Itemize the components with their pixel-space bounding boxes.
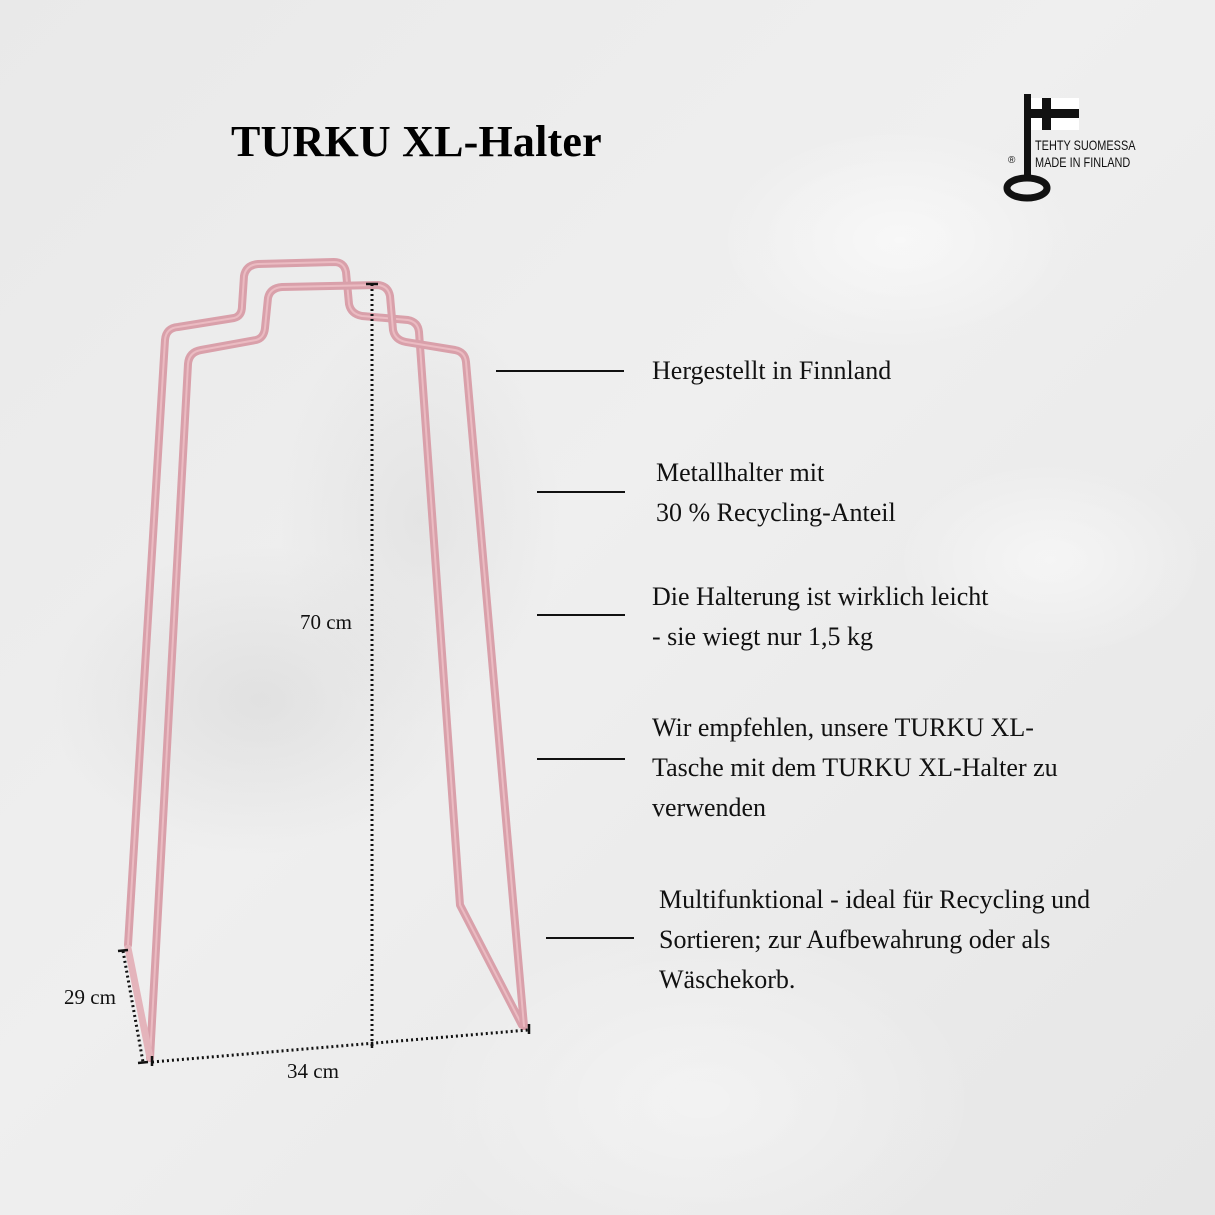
width-dimension-line bbox=[151, 1028, 529, 1064]
feature-line: verwenden bbox=[652, 793, 767, 822]
feature-line: Sortieren; zur Aufbewahrung oder als bbox=[659, 925, 1051, 954]
feature-line: Metallhalter mit bbox=[656, 458, 825, 487]
registered-mark: ® bbox=[1008, 155, 1016, 166]
feature-made-in-finland: Hergestellt in Finnland bbox=[652, 351, 891, 391]
width-dimension-label: 34 cm bbox=[287, 1059, 339, 1083]
front-wire-frame bbox=[146, 281, 528, 1062]
feature-lightweight: Die Halterung ist wirklich leicht - sie … bbox=[652, 577, 988, 657]
feature-leader-line-4 bbox=[537, 758, 625, 760]
feature-recommendation: Wir empfehlen, unsere TURKU XL- Tasche m… bbox=[652, 708, 1058, 828]
made-in-finland-key-logo: TEHTY SUOMESSA MADE IN FINLAND ® bbox=[1000, 92, 1145, 204]
page-title: TURKU XL-Halter bbox=[231, 117, 602, 166]
feature-line: - sie wiegt nur 1,5 kg bbox=[652, 622, 873, 651]
feature-leader-line-3 bbox=[537, 614, 625, 616]
feature-multifunctional: Multifunktional - ideal für Recycling un… bbox=[659, 880, 1090, 1000]
feature-line: 30 % Recycling-Anteil bbox=[656, 498, 896, 527]
feature-recycled-metal: Metallhalter mit 30 % Recycling-Anteil bbox=[656, 453, 896, 533]
feature-line: Tasche mit dem TURKU XL-Halter zu bbox=[652, 753, 1058, 782]
logo-text-english: MADE IN FINLAND bbox=[1035, 154, 1131, 170]
feature-line: Hergestellt in Finnland bbox=[652, 356, 892, 385]
depth-dimension-line bbox=[121, 950, 145, 1063]
feature-line: Wir empfehlen, unsere TURKU XL- bbox=[652, 713, 1034, 742]
feature-leader-line-2 bbox=[537, 491, 625, 493]
depth-dimension-label: 29 cm bbox=[64, 985, 116, 1009]
feature-line: Wäschekorb. bbox=[659, 965, 796, 994]
logo-text-finnish: TEHTY SUOMESSA bbox=[1035, 137, 1136, 153]
key-flag-icon bbox=[1003, 94, 1079, 202]
feature-line: Multifunktional - ideal für Recycling un… bbox=[659, 885, 1091, 914]
dimension-lines bbox=[121, 284, 529, 1064]
feature-line: Die Halterung ist wirklich leicht bbox=[652, 582, 989, 611]
feature-leader-line-5 bbox=[546, 937, 634, 939]
feature-leader-line-1 bbox=[496, 370, 624, 372]
height-dimension-label: 70 cm bbox=[300, 610, 352, 634]
